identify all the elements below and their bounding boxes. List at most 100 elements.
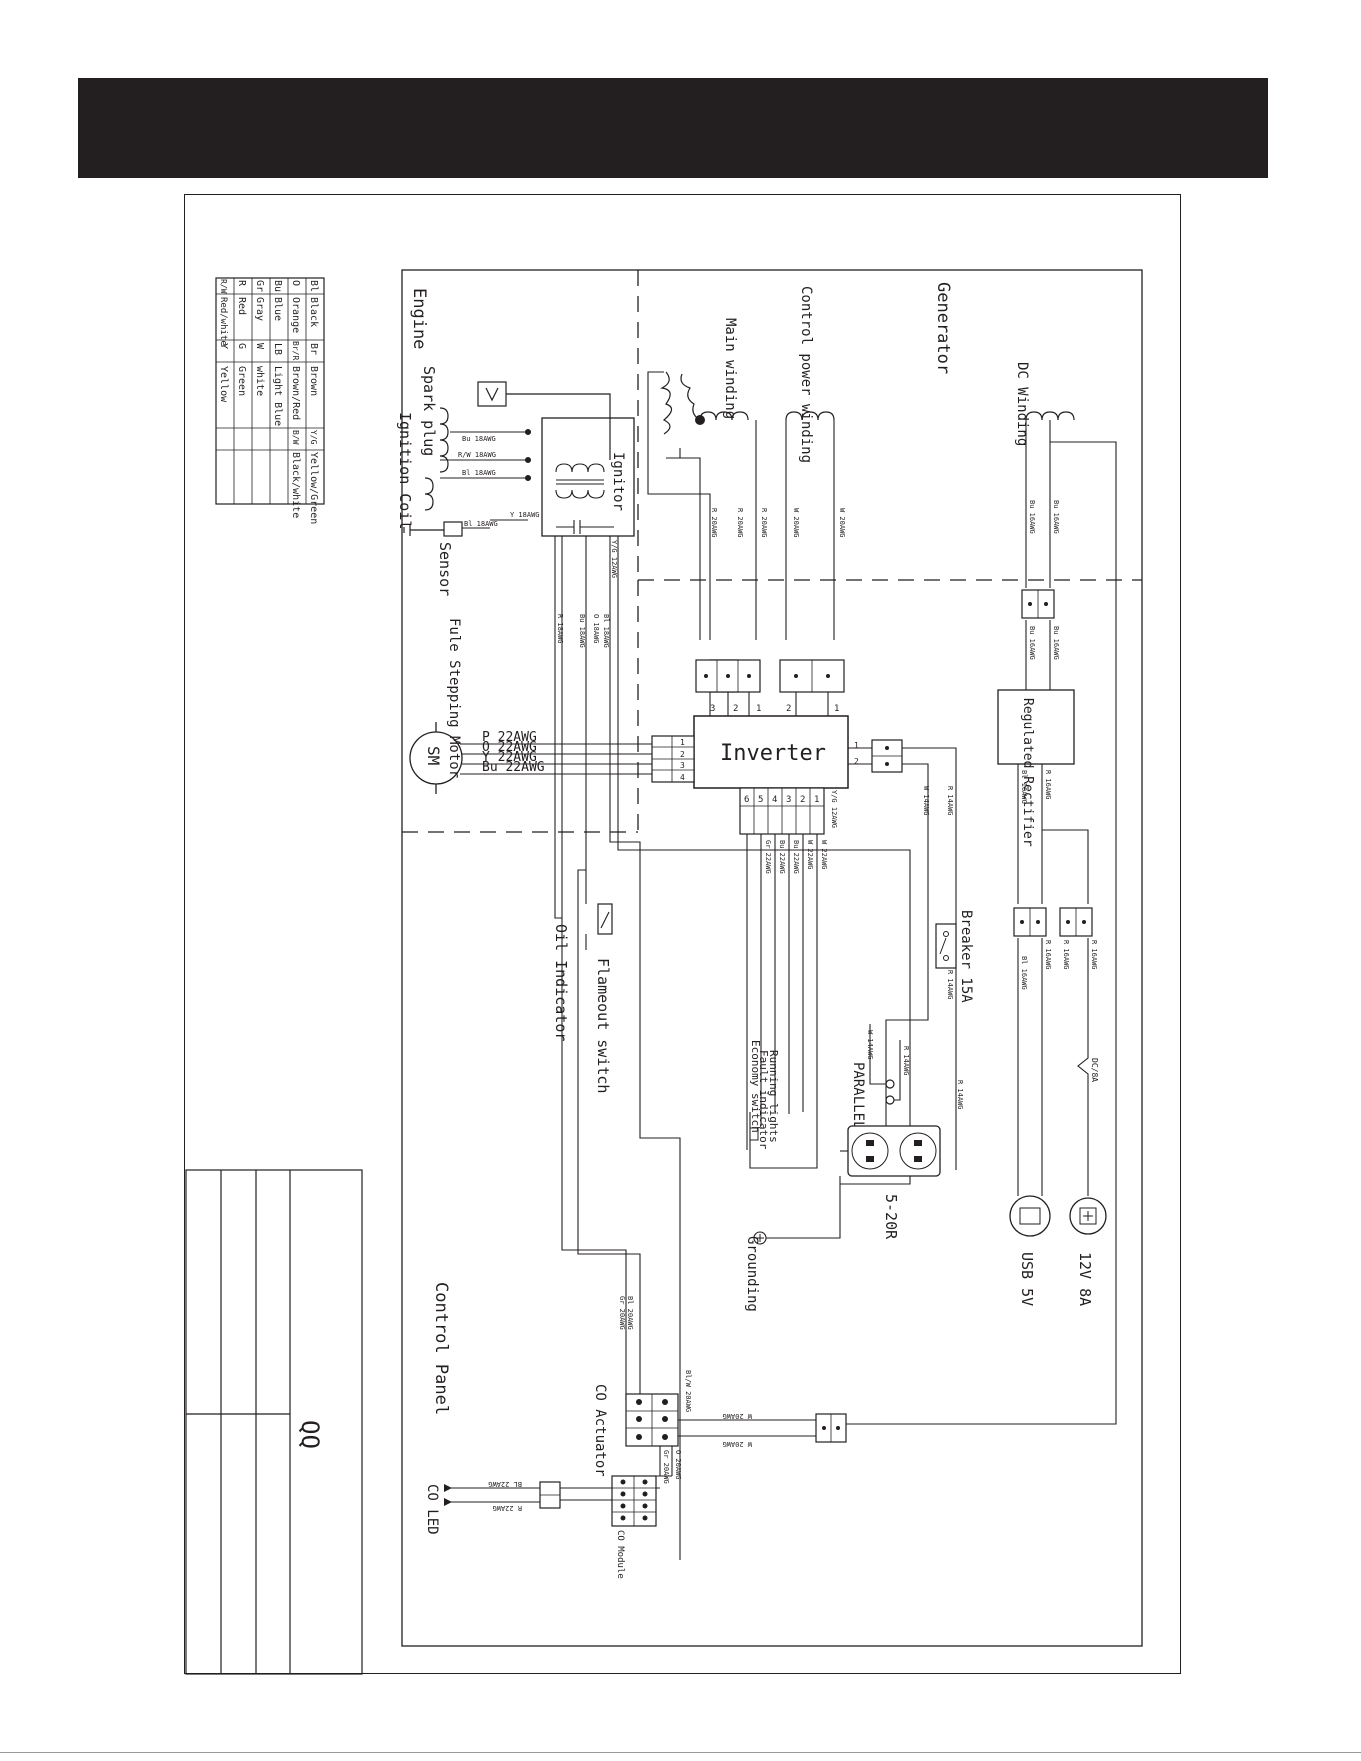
dc-winding-connector (1021, 589, 1055, 619)
parallel-terminal-b (885, 1095, 895, 1105)
wire-label: W 22AWG (820, 840, 828, 870)
wire-label: R/W 18AWG (458, 451, 496, 459)
pin-label: 6 (744, 795, 749, 805)
legend-cell: Light Blue (272, 366, 283, 426)
dc-12v-socket-icon (1069, 1197, 1107, 1235)
control-winding-coil (785, 411, 835, 421)
wire-label: O 18AWG (592, 614, 600, 644)
label-economy: Economy switch (749, 1040, 762, 1133)
ignition-coil-winding (439, 407, 449, 473)
wire-label: Bl 18AWG (464, 520, 498, 528)
wire-label: Bl 20AWG (626, 1296, 634, 1330)
label-sensor: Sensor (436, 542, 454, 596)
label-co-actuator: CO Actuator (592, 1384, 608, 1477)
usb-connector (1013, 907, 1047, 937)
wire-label: R 14AWG (902, 1046, 910, 1076)
legend-cell: B/W (291, 430, 300, 445)
wire-label: W 20AWG (792, 508, 800, 538)
pin-label: 4 (772, 795, 777, 805)
wire-label: R 22AWG (492, 1504, 522, 1512)
wire-label: W 14AWG (922, 786, 930, 816)
wire-label: Y 22AWG (482, 750, 537, 765)
label-stepping-motor: Fule Stepping Motor (446, 618, 462, 778)
legend-cell: LB (272, 343, 283, 355)
wire-label: Bu 18AWG (462, 435, 496, 443)
wire-label: O 22AWG (482, 740, 537, 755)
label-sm: SM (424, 746, 443, 765)
wire-label: R 14AWG (956, 1080, 964, 1110)
main-winding-coil-c (699, 411, 749, 421)
receptacle-5-20r (847, 1125, 941, 1177)
legend-cell: R (236, 280, 247, 287)
wire-label: R 14AWG (946, 970, 954, 1000)
wire-label: Bl 16AWG (1020, 770, 1028, 804)
flameout-switch-icon (597, 903, 613, 935)
legend-cell: Yellow (218, 366, 229, 403)
legend-cell: Bu (272, 280, 283, 292)
ignitor-box (541, 417, 635, 537)
pin-label: 1 (680, 738, 685, 747)
wire-label: Gr 20AWG (618, 1296, 626, 1330)
main-winding-coil-a (660, 371, 673, 435)
wire-label: R 16AWG (1044, 940, 1052, 970)
wire-label: R 14AWG (946, 786, 954, 816)
wire-label: R 16AWG (1062, 940, 1070, 970)
pin-label: 1 (814, 795, 819, 805)
wire-label: W 20AWG (838, 508, 846, 538)
legend-cell: Y (218, 343, 229, 349)
legend-cell: Gray (254, 297, 265, 321)
sensor-icon (443, 521, 463, 537)
bottom-rule (0, 1752, 1361, 1753)
wire-label: R 16AWG (1090, 940, 1098, 970)
label-control-winding: Control power winding (798, 286, 814, 463)
header-bar (78, 78, 1268, 178)
legend-cell: W (254, 343, 265, 350)
wire-label: Bu 16AWG (1028, 500, 1036, 534)
label-dc-fuse: DC/8A (1090, 1058, 1099, 1082)
label-ignitor: Ignitor (610, 452, 626, 511)
wire-label: R 16AWG (1044, 770, 1052, 800)
pin-label: 3 (710, 704, 715, 714)
label-flameout: Flameout switch (594, 958, 612, 1093)
wire-label: W 20AWG (722, 1440, 752, 1448)
pin-label: 2 (854, 757, 859, 766)
pin-label: 2 (680, 750, 685, 759)
label-running: Running lights (767, 1050, 780, 1143)
section-control-panel: Control Panel (431, 1282, 451, 1415)
label-oil-indicator: Oil Indicator (552, 924, 570, 1041)
legend-cell: Orange (290, 297, 301, 333)
legend-cell: Blue (272, 297, 283, 321)
legend-cell: white (254, 366, 265, 396)
label-co-led: CO LED (424, 1484, 440, 1535)
wire-label: Bu 22AWG (792, 840, 800, 874)
pin-label: 1 (854, 741, 859, 750)
wire-label: R 18AWG (556, 614, 564, 644)
label-ignition-coil: Ignition Coil (396, 412, 414, 529)
legend-cell: Bl (308, 280, 319, 292)
title-qq: QQ (296, 1420, 324, 1449)
wire-label: R 20AWG (760, 508, 768, 538)
label-dc-winding: DC Winding (1014, 362, 1030, 446)
rectifier-box (997, 689, 1075, 765)
pin-label: 5 (758, 795, 763, 805)
wire-label: R 20AWG (736, 508, 744, 538)
label-breaker: Breaker 15A (958, 910, 974, 1003)
label-fault: Fault indicator (757, 1050, 770, 1150)
label-inverter: Inverter (720, 741, 826, 766)
wire-label: Bl 16AWG (1020, 956, 1028, 990)
label-receptacle: 5-20R (882, 1194, 900, 1240)
wire-label: Bl 18AWG (602, 614, 610, 648)
pin-label: 3 (786, 795, 791, 805)
legend-cell: G (236, 343, 247, 349)
main-winding-coil-b (680, 373, 701, 421)
legend-cell: Red (236, 297, 247, 315)
usb-port-icon (1009, 1195, 1051, 1237)
pin-label: 2 (800, 795, 805, 805)
diagram-sheet (184, 194, 1181, 1674)
legend-cell: Black/white (290, 452, 301, 518)
spark-plug-cap (477, 381, 507, 407)
label-co-module: CO Module (615, 1530, 625, 1579)
wire-label: Y/G 12AWG (610, 540, 618, 578)
